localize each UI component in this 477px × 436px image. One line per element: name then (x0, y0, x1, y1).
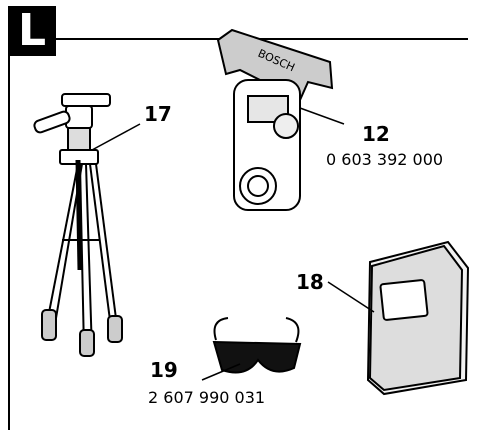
figure-frame-left (8, 40, 10, 430)
item-19-label: 19 (150, 358, 178, 382)
item-18-label: 18 (296, 270, 324, 294)
item-12-label: 12 (362, 122, 390, 146)
glasses-illustration (201, 317, 302, 381)
tripod-illustration (33, 93, 141, 357)
item-17-label: 17 (144, 102, 172, 126)
ceiling-clip-illustration: BOSCH (216, 28, 345, 211)
item-19-part-number: 2 607 990 031 (148, 388, 266, 407)
figure-letter-badge: L (8, 6, 56, 56)
pouch-illustration (327, 240, 470, 396)
item-12-part-number: 0 603 392 000 (326, 150, 444, 169)
